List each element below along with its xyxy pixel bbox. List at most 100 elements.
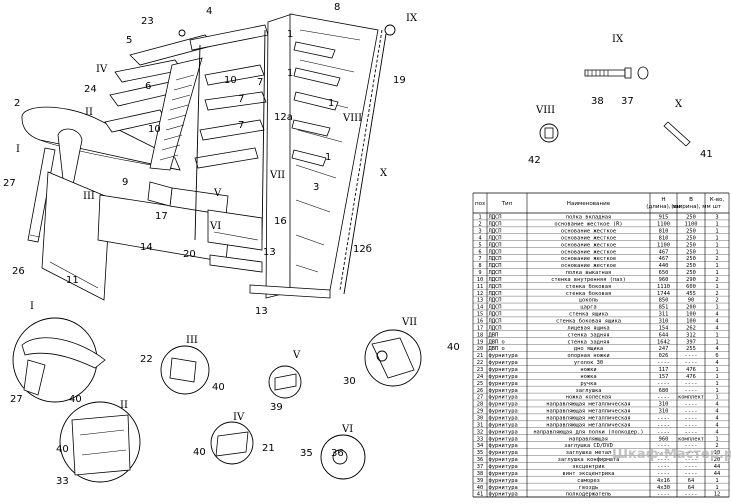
table-cell-width: 250 [686,249,696,255]
table-cell-pos: 33 [477,436,484,442]
detail-I-40: 40 [69,394,82,405]
table-cell-height: 1642 [657,339,670,345]
table-cell-type: фурнитура [489,360,518,366]
table-cell-name: основание жесткое [561,249,616,255]
table-cell-name: основание жесткое [561,256,616,262]
table-cell-qty: 2 [715,291,718,297]
table-cell-pos: 14 [477,305,484,311]
detail-title-III: III [186,335,198,346]
callout-7c: 7 [238,120,244,131]
table-cell-width: 290 [686,277,696,283]
table-cell-pos: 21 [477,353,484,359]
table-cell-pos: 40 [477,485,484,491]
table-header-name: Наименование [567,201,611,207]
table-cell-qty: 1 [715,242,718,248]
callout-6: 6 [145,81,151,92]
table-cell-height: ---- [657,395,670,401]
detail-IX-37: 37 [621,96,634,107]
table-cell-height: 810 [659,228,669,234]
table-cell-qty: 12 [714,492,721,498]
table-cell-pos: 27 [477,395,484,401]
callout-12a: 12а [274,112,293,123]
table-cell-width: ---- [685,402,698,408]
table-cell-width: 250 [686,242,696,248]
table-cell-type: фурнитура [489,492,518,498]
callout-7a: 7 [257,77,263,88]
table-cell-height: 440 [659,263,669,269]
table-cell-pos: 2 [478,222,481,228]
table-cell-name: стенка боковая [566,290,611,297]
table-cell-width: 64 [688,478,695,484]
view-marker-X: X [380,168,388,179]
table-cell-height: 4x30 [657,485,670,491]
callout-10a: 10 [224,75,237,86]
table-cell-pos: 29 [477,409,484,415]
detail-title-VI: VI [341,424,353,435]
table-cell-height: 310 [659,409,669,415]
table-cell-pos: 18 [477,332,484,338]
table-cell-name: ножки [580,367,596,373]
table-cell-qty: 3 [715,215,718,221]
table-cell-pos: 13 [477,298,484,304]
exploded-view [21,13,396,301]
table-cell-type: ЛДСП [489,277,502,283]
table-cell-qty: 4 [715,360,718,366]
table-cell-type: фурнитура [489,443,518,449]
table-cell-height: 311 [659,312,669,318]
table-cell-width: 476 [686,374,696,380]
callout-11: 11 [66,275,79,286]
table-cell-pos: 25 [477,381,484,387]
table-cell-name: лицевая ящика [567,325,609,331]
callout-13a: 13 [263,247,276,258]
table-cell-name: основание жесткое [561,235,616,241]
table-cell-name: стенка ящика [569,312,608,318]
table-cell-type: ДВП [489,332,499,338]
table-cell-name: уголок 30 [574,360,603,366]
table-cell-type: ЛДСП [489,235,502,241]
table-cell-width: ---- [685,443,698,449]
detail-title-VIII: VIII [535,105,555,116]
table-cell-width: 1100 [685,222,698,228]
callout-27: 27 [3,178,16,189]
table-cell-qty: 4 [715,319,718,325]
table-cell-type: ЛДСП [489,298,502,304]
table-cell-name: направляющая для полки (полкодер.) [533,429,643,435]
table-cell-qty: 1 [715,485,718,491]
detail-circle-V [268,365,302,399]
fastener-details: IX 38 37 VIII 42 X 41 [528,34,713,166]
table-cell-height: 850 [659,298,669,304]
detail-title-II: II [120,400,128,411]
table-cell-name: основание жесткое [561,242,616,248]
table-cell-type: ЛДСП [489,249,502,255]
table-cell-type: фурнитура [489,422,518,428]
table-cell-qty: 2 [715,298,718,304]
callout-23: 23 [141,16,154,27]
table-cell-height: 960 [659,436,669,442]
table-cell-type: ДВП о [489,339,505,345]
table-cell-qty: 1 [715,478,718,484]
table-cell-qty: 1 [715,395,718,401]
callout-9: 9 [122,177,128,188]
view-marker-I: I [16,144,20,155]
table-cell-width: 250 [686,235,696,241]
table-cell-width: ---- [685,360,698,366]
table-cell-name: гвоздь [579,485,598,491]
table-cell-height: ---- [657,464,670,470]
shelf-pin-42 [539,123,559,143]
table-cell-type: ЛДСП [489,325,502,331]
table-cell-type: ЛДСП [489,305,502,311]
table-cell-width: комплект [678,436,704,442]
shelf-holder-41 [663,121,691,147]
table-cell-qty: 1 [715,339,718,345]
table-cell-qty: 1 [715,332,718,338]
table-cell-height: ---- [657,429,670,435]
detail-II-40: 40 [56,444,69,455]
eccentric-screw-38 [584,69,626,77]
table-cell-pos: 23 [477,367,484,373]
table-cell-width: ---- [685,416,698,422]
detail-I-27: 27 [10,394,23,405]
table-cell-type: ЛДСП [489,242,502,248]
